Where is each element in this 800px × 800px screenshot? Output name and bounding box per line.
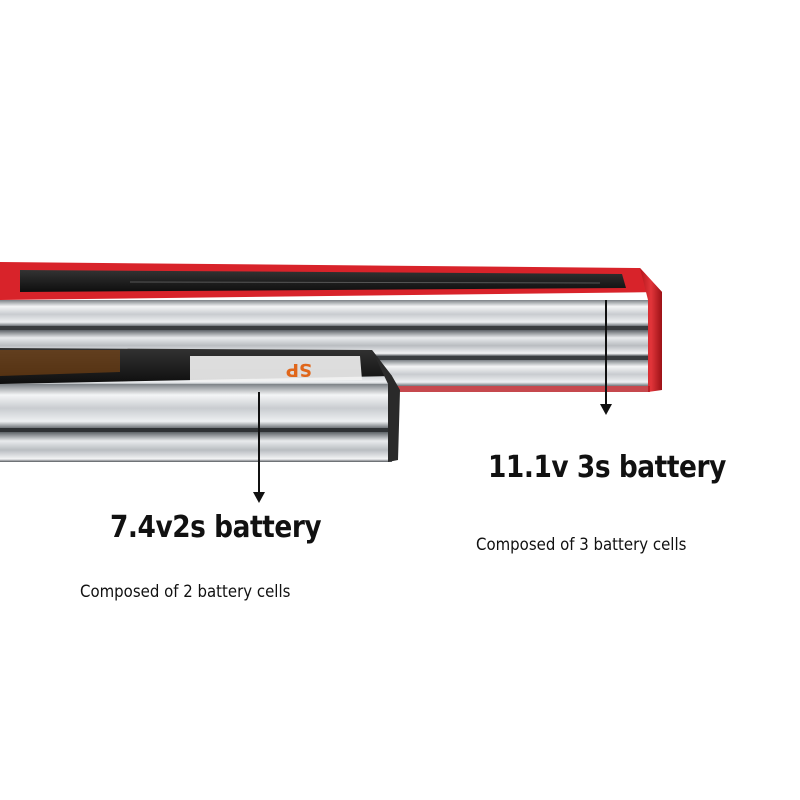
battery-2s-subtitle: Composed of 2 battery cells (80, 582, 291, 602)
arrow-2s (253, 392, 265, 503)
battery-3s-title: 11.1v 3s battery (488, 450, 726, 485)
battery-2s: SP (0, 348, 400, 462)
red-wrap-side (640, 268, 662, 392)
svg-text:SP: SP (286, 359, 312, 380)
end-cap-2s (372, 350, 400, 462)
cell-a (0, 384, 392, 428)
battery-3s-subtitle: Composed of 3 battery cells (476, 535, 687, 555)
cell-1 (0, 300, 652, 326)
arrow-3s (600, 300, 612, 415)
label-3s (20, 270, 626, 292)
cell-b (0, 432, 392, 462)
battery-2s-title: 7.4v2s battery (110, 510, 322, 545)
